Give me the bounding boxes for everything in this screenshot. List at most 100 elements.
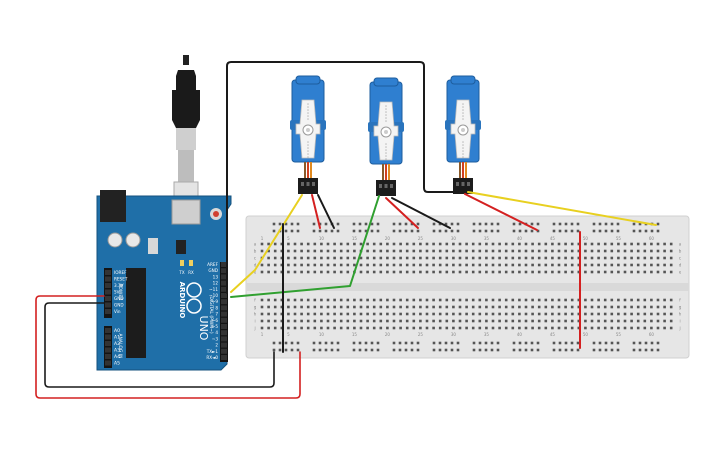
breadboard-hole[interactable] (531, 319, 534, 323)
breadboard-hole[interactable] (386, 256, 389, 260)
breadboard-hole[interactable] (452, 249, 455, 253)
rail-hole[interactable] (484, 348, 488, 352)
breadboard-hole[interactable] (300, 319, 303, 323)
rail-hole[interactable] (456, 341, 460, 345)
breadboard-hole[interactable] (577, 312, 581, 316)
wire-yellow-servo1[interactable] (230, 194, 303, 293)
wire-black-servo1[interactable] (317, 194, 335, 229)
breadboard-hole[interactable] (617, 249, 620, 253)
breadboard-hole[interactable] (656, 319, 660, 323)
breadboard-hole[interactable] (313, 298, 317, 302)
analog-pin[interactable] (105, 347, 111, 353)
breadboard-hole[interactable] (405, 242, 409, 246)
rail-hole[interactable] (472, 229, 476, 233)
rail-hole[interactable] (398, 348, 402, 352)
breadboard-hole[interactable] (399, 270, 402, 274)
breadboard-hole[interactable] (287, 249, 290, 253)
breadboard-hole[interactable] (359, 319, 363, 323)
breadboard-hole[interactable] (293, 270, 297, 274)
breadboard-hole[interactable] (577, 305, 581, 309)
breadboard-hole[interactable] (669, 312, 673, 316)
rail-hole[interactable] (416, 341, 420, 345)
breadboard-hole[interactable] (432, 326, 435, 330)
breadboard-hole[interactable] (531, 298, 534, 302)
breadboard-hole[interactable] (504, 319, 508, 323)
rail-hole[interactable] (364, 341, 368, 345)
breadboard-hole[interactable] (452, 326, 455, 330)
power-pin[interactable] (105, 309, 111, 314)
rail-hole[interactable] (416, 348, 420, 352)
rail-hole[interactable] (576, 348, 580, 352)
breadboard-hole[interactable] (491, 263, 495, 267)
rail-hole[interactable] (432, 222, 436, 226)
rail-hole[interactable] (484, 229, 488, 233)
breadboard-hole[interactable] (485, 263, 488, 267)
breadboard-hole[interactable] (471, 242, 475, 246)
breadboard-hole[interactable] (564, 326, 567, 330)
breadboard-hole[interactable] (557, 305, 561, 309)
breadboard-hole[interactable] (306, 249, 310, 253)
breadboard-hole[interactable] (636, 305, 640, 309)
rail-hole[interactable] (398, 222, 402, 226)
breadboard-hole[interactable] (379, 326, 383, 330)
breadboard-hole[interactable] (392, 270, 396, 274)
breadboard-hole[interactable] (610, 298, 614, 302)
breadboard-hole[interactable] (260, 319, 264, 323)
breadboard-hole[interactable] (326, 319, 330, 323)
breadboard-hole[interactable] (471, 319, 475, 323)
rail-hole[interactable] (472, 348, 476, 352)
breadboard-hole[interactable] (584, 249, 587, 253)
breadboard-hole[interactable] (636, 256, 640, 260)
rail-hole[interactable] (376, 341, 380, 345)
breadboard-hole[interactable] (287, 270, 290, 274)
rail-hole[interactable] (632, 341, 636, 345)
wire-red-5v[interactable] (35, 295, 301, 399)
breadboard-hole[interactable] (537, 298, 541, 302)
breadboard-hole[interactable] (405, 305, 409, 309)
breadboard-hole[interactable] (260, 312, 264, 316)
breadboard-hole[interactable] (320, 249, 323, 253)
breadboard-hole[interactable] (306, 305, 310, 309)
breadboard-hole[interactable] (333, 326, 336, 330)
breadboard-hole[interactable] (663, 312, 666, 316)
breadboard-hole[interactable] (293, 305, 297, 309)
breadboard-hole[interactable] (267, 326, 270, 330)
rail-hole[interactable] (478, 222, 482, 226)
breadboard-hole[interactable] (577, 256, 581, 260)
digital-pin[interactable] (221, 348, 227, 354)
breadboard-hole[interactable] (405, 263, 409, 267)
rail-hole[interactable] (638, 229, 642, 233)
rail-hole[interactable] (558, 222, 562, 226)
breadboard-hole[interactable] (359, 270, 363, 274)
breadboard-hole[interactable] (663, 249, 666, 253)
rail-hole[interactable] (358, 229, 362, 233)
breadboard-hole[interactable] (267, 312, 270, 316)
rail-hole[interactable] (496, 222, 500, 226)
breadboard-hole[interactable] (438, 242, 442, 246)
breadboard-hole[interactable] (465, 270, 468, 274)
rail-hole[interactable] (592, 348, 596, 352)
breadboard-hole[interactable] (498, 305, 501, 309)
rail-hole[interactable] (530, 348, 534, 352)
breadboard-hole[interactable] (518, 319, 521, 323)
rail-hole[interactable] (478, 348, 482, 352)
rail-hole[interactable] (472, 341, 476, 345)
breadboard-hole[interactable] (379, 256, 383, 260)
breadboard-hole[interactable] (313, 305, 317, 309)
breadboard-hole[interactable] (663, 326, 666, 330)
power-pin[interactable] (105, 283, 111, 288)
breadboard-hole[interactable] (412, 305, 416, 309)
rail-hole[interactable] (312, 348, 316, 352)
breadboard-hole[interactable] (300, 326, 303, 330)
breadboard-hole[interactable] (438, 326, 442, 330)
rail-hole[interactable] (444, 348, 448, 352)
rail-hole[interactable] (604, 341, 608, 345)
breadboard-hole[interactable] (372, 263, 376, 267)
breadboard-hole[interactable] (273, 242, 277, 246)
breadboard-hole[interactable] (656, 312, 660, 316)
breadboard-hole[interactable] (551, 263, 554, 267)
breadboard-hole[interactable] (511, 242, 515, 246)
breadboard-hole[interactable] (306, 319, 310, 323)
breadboard-hole[interactable] (504, 312, 508, 316)
breadboard-hole[interactable] (524, 326, 528, 330)
